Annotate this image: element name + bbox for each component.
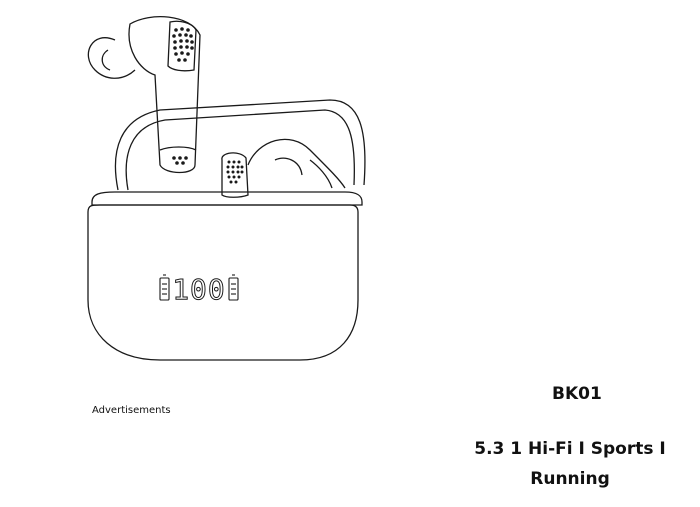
right-earbud-mic-dots — [226, 160, 244, 184]
battery-display — [159, 274, 239, 301]
product-model: BK01 — [552, 384, 602, 404]
advertisements-label: Advertisements — [92, 405, 171, 416]
right-earbud — [221, 138, 346, 198]
battery-percentage-readout: 100 — [172, 273, 226, 306]
case-body — [87, 191, 363, 361]
tagline-line-2: Running — [530, 469, 610, 489]
tagline-line-1: 5.3 1 Hi-Fi I Sports I — [474, 439, 666, 459]
left-earbud — [87, 15, 201, 174]
case-lid — [114, 99, 366, 191]
case-lid-inner — [125, 109, 355, 191]
product-tagline: 5.3 1 Hi-Fi I Sports I Running — [470, 434, 670, 494]
left-earbud-mic-dots — [172, 27, 194, 165]
earbuds-case-illustration: 100 — [87, 15, 366, 361]
